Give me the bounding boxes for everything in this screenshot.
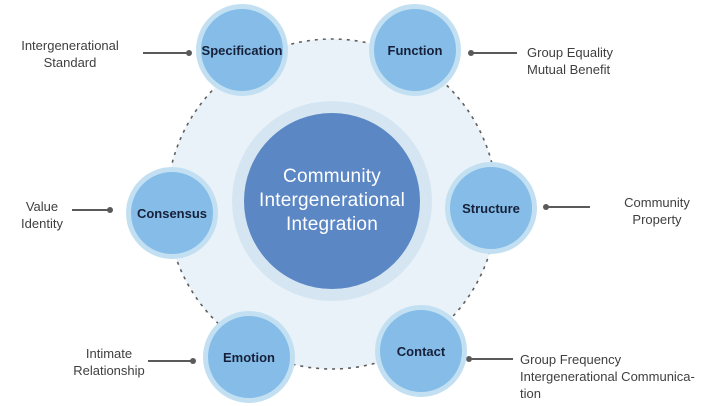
annotation-line: Group Frequency	[520, 352, 622, 367]
center-line-1: Community	[283, 166, 381, 187]
annotation-line: Mutual Benefit	[527, 62, 611, 77]
annotation-emotion: Intimate Relationship	[45, 345, 173, 379]
center-line-3: Integration	[285, 214, 378, 235]
annotation-line: Relationship	[73, 363, 145, 378]
node-contact: Contact	[375, 305, 467, 397]
annotation-specification: Intergenerational Standard	[0, 37, 140, 71]
connector-dot	[186, 50, 192, 56]
connector-dot	[543, 204, 549, 210]
annotation-contact: Group Frequency Intergenerational Commun…	[520, 351, 720, 402]
connector-structure	[543, 204, 590, 210]
annotation-consensus: Value Identity	[2, 198, 82, 232]
connector-dot	[466, 356, 472, 362]
connector-dot	[107, 207, 113, 213]
center-line-2: Intergenerational	[258, 190, 405, 211]
center-node-label: Community Intergenerational Integration	[259, 165, 405, 237]
node-function-label: Function	[387, 42, 443, 58]
connector-specification	[143, 50, 192, 56]
annotation-line: Intergenerational Communica-	[520, 369, 695, 384]
node-structure: Structure	[445, 162, 537, 254]
node-structure-label: Structure	[462, 200, 520, 216]
annotation-line: Intimate	[85, 346, 133, 361]
connector-emotion	[148, 358, 196, 364]
annotation-line: Intergenerational	[21, 38, 119, 53]
annotation-line: Group Equality	[527, 45, 613, 60]
node-contact-label: Contact	[396, 343, 446, 359]
annotation-line: Property	[632, 212, 682, 227]
connector-consensus	[72, 207, 113, 213]
annotation-line: Community	[624, 195, 690, 210]
node-function: Function	[369, 4, 461, 96]
connector-dot	[468, 50, 474, 56]
annotation-line: Identity	[21, 216, 63, 231]
annotation-function: Group Equality Mutual Benefit	[527, 44, 687, 78]
annotation-line: tion	[520, 386, 541, 401]
connector-function	[468, 50, 517, 56]
connector-dot	[190, 358, 196, 364]
node-consensus: Consensus	[126, 167, 218, 259]
center-node: Community Intergenerational Integration	[232, 101, 432, 301]
annotation-line: Value	[25, 199, 59, 214]
annotation-line: Standard	[43, 55, 97, 70]
node-consensus-label: Consensus	[136, 205, 208, 221]
connector-contact	[466, 356, 513, 362]
annotation-structure: Community Property	[598, 194, 716, 228]
node-emotion-label: Emotion	[223, 349, 275, 365]
node-specification-label: Specification	[201, 42, 283, 58]
node-emotion: Emotion	[203, 311, 295, 403]
node-specification: Specification	[196, 4, 288, 96]
